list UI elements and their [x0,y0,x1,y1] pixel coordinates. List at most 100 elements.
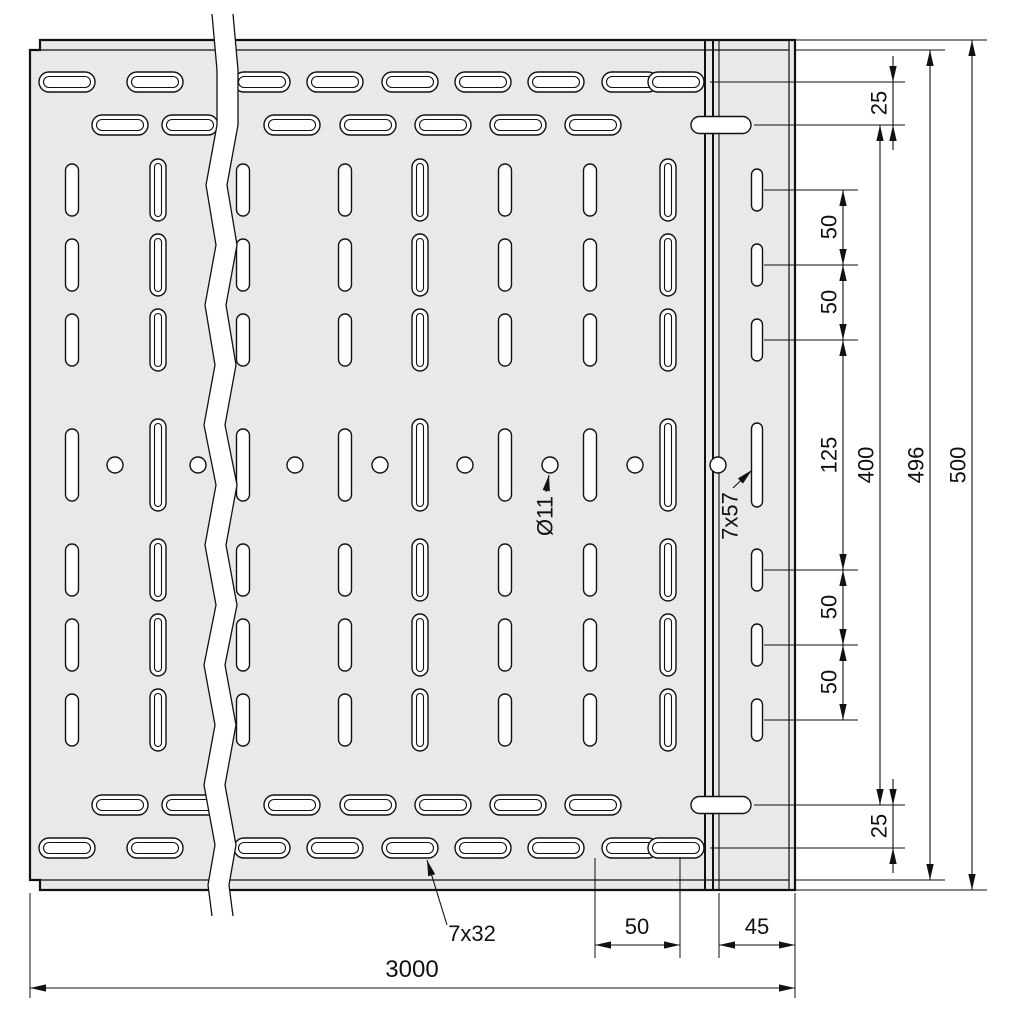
dim-label-bottom-offset: 25 [867,814,892,838]
leader-line [732,469,753,489]
slot-hole [582,543,598,597]
slot-hole [235,693,251,747]
slot-hole [235,543,251,597]
connector-tab [690,115,752,135]
slot-hole [647,837,705,859]
leader-line [426,859,448,926]
slot-hole [454,71,512,93]
dim-label-overall-width: 500 [946,447,971,484]
perforation-holes [38,71,764,859]
slot-hole [497,163,513,217]
slot-hole-inner [310,75,360,89]
long-slot-hole-inner [415,692,425,748]
slot-hole-inner [95,798,145,812]
slot-hole-inner [130,75,180,89]
slot-hole [235,163,251,217]
slot-hole [263,794,321,816]
long-slot-hole [411,233,429,297]
end-long-slot-hole [750,422,764,508]
slot-hole [64,163,80,217]
slot-hole [497,238,513,292]
long-slot-hole-inner [663,617,673,673]
long-slot-hole-inner [153,162,163,218]
dimension-labels: 25 50 50 125 400 496 500 50 50 25 7x57 Ø… [385,91,970,983]
long-slot-hole [149,418,167,512]
break-line [224,13,239,917]
slot-hole [337,618,353,672]
long-slot-hole [149,538,167,602]
slot-hole-inner [343,798,393,812]
round-hole [626,456,644,474]
long-slot-hole-inner [415,237,425,293]
length-break [203,13,239,917]
dim-label-end-width: 45 [745,914,769,939]
long-slot-hole-inner [663,542,673,598]
slot-hole [497,543,513,597]
long-slot-hole-inner [153,422,163,508]
slot-hole-inner [42,841,92,855]
slot-hole [489,114,547,136]
slot-hole [161,114,219,136]
long-slot-hole [659,158,677,222]
slot-hole [564,794,622,816]
slot-hole [582,238,598,292]
slot-hole [306,71,364,93]
slot-hole [233,837,291,859]
round-hole [371,456,389,474]
slot-hole [527,837,585,859]
slot-hole [235,428,251,502]
dim-label-top-offset: 25 [867,91,892,115]
end-slot-hole [750,318,764,362]
long-slot-hole-inner [153,542,163,598]
slot-hole-inner [267,118,317,132]
slot-hole [647,71,705,93]
slot-hole [489,794,547,816]
long-slot-hole-inner [663,692,673,748]
slot-hole-inner [95,118,145,132]
slot-hole [235,313,251,367]
slot-hole-inner [42,75,92,89]
slot-hole [64,693,80,747]
slot-hole [582,693,598,747]
slot-hole-inner [651,75,701,89]
slot-hole [582,313,598,367]
long-slot-hole [411,418,429,512]
slot-hole [497,693,513,747]
slot-hole [126,71,184,93]
dim-label-pitch-4: 50 [817,670,842,694]
long-slot-hole-inner [153,237,163,293]
long-slot-hole [659,538,677,602]
slot-hole-inner [493,798,543,812]
round-hole [286,456,304,474]
long-slot-hole [411,158,429,222]
callout-round-hole: Ø11 [533,496,558,536]
leader-line [542,474,550,493]
long-slot-hole [411,538,429,602]
slot-hole [235,238,251,292]
end-slot-hole [750,623,764,667]
slot-hole [497,428,513,502]
slot-hole [235,618,251,672]
long-slot-hole [149,613,167,677]
slot-hole [64,543,80,597]
slot-hole [126,837,184,859]
long-slot-hole-inner [415,617,425,673]
slot-hole [91,114,149,136]
long-slot-hole [149,158,167,222]
dim-label-pitch-2: 50 [817,290,842,314]
long-slot-hole [659,308,677,372]
slot-hole [91,794,149,816]
slot-hole [582,163,598,217]
slot-hole-inner [458,841,508,855]
round-hole [189,456,207,474]
slot-hole [414,794,472,816]
long-slot-hole [659,613,677,677]
end-slot-hole [750,548,764,592]
slot-hole-inner [418,798,468,812]
slot-hole-inner [267,798,317,812]
slot-hole [454,837,512,859]
dim-label-mid-pitch: 125 [817,437,842,474]
slot-hole [64,238,80,292]
round-hole [106,456,124,474]
